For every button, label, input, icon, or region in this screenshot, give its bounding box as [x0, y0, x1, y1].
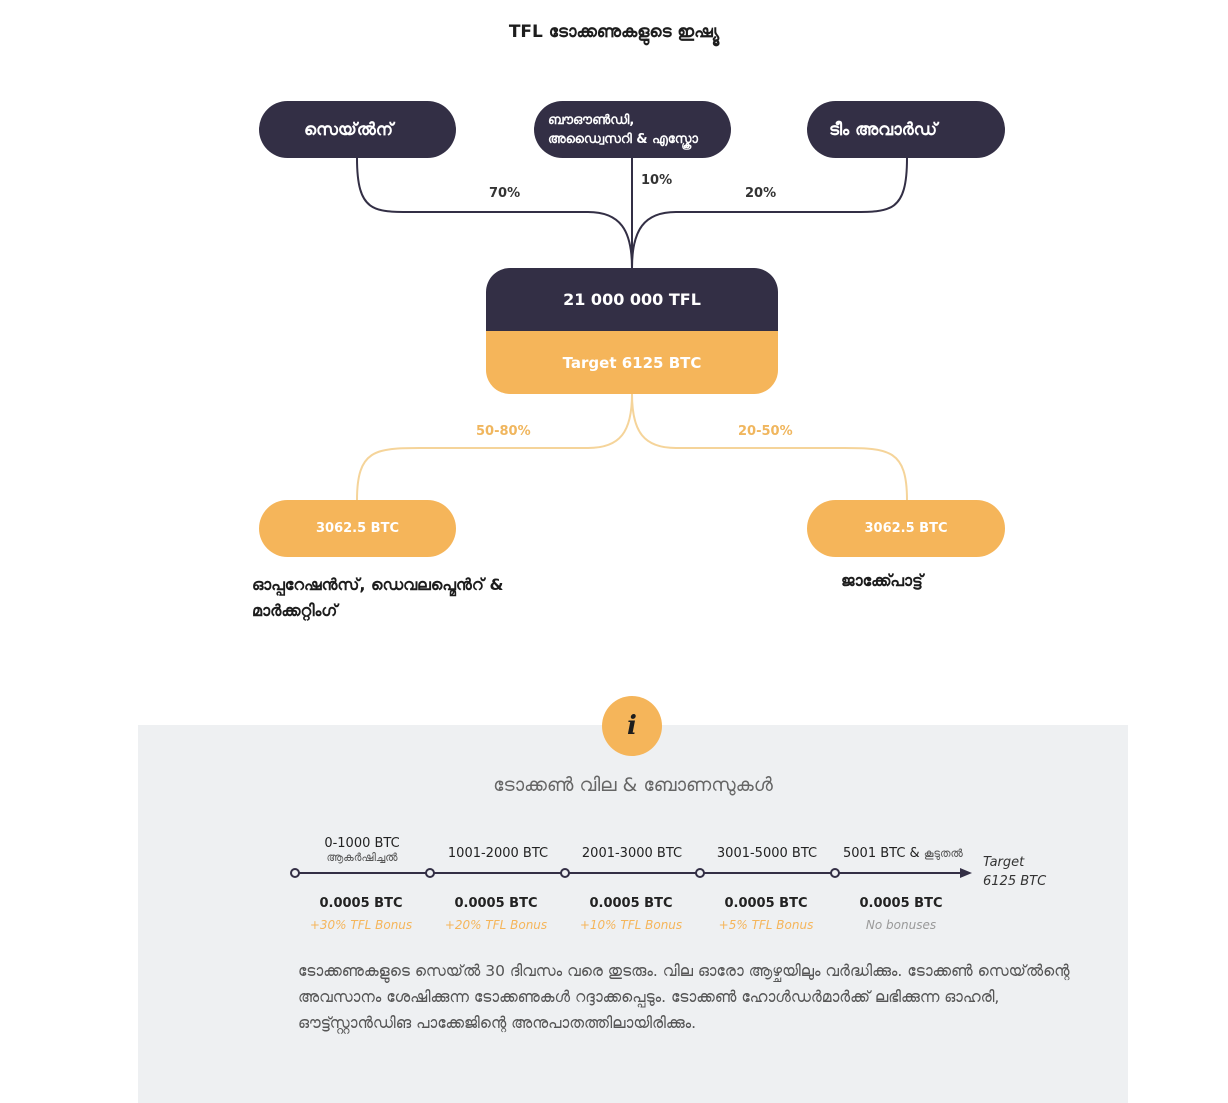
target-line: 6125 BTC [983, 874, 1047, 889]
caption-operations: ഓപ്പറേഷൻസ്, ഡെവലപ്മെൻറ് & മാർക്കറ്റിംഗ് [252, 575, 504, 620]
target-line: Target [983, 855, 1025, 870]
tier-bonus-3: +10% TFL Bonus [579, 918, 683, 932]
source-label: സെയ്ൽന് [304, 119, 394, 140]
tier-bonus-1: +30% TFL Bonus [309, 918, 413, 932]
tier-range-5: 5001 BTC & കൂടുതൽ [843, 846, 993, 861]
connector-jackpot [631, 393, 908, 501]
source-label: ടീം അവാർഡ് [829, 119, 938, 140]
source-sale-pill: സെയ്ൽന് [259, 101, 456, 158]
flow-connectors [356, 157, 908, 501]
connector-sale [356, 157, 633, 269]
timeline-node [425, 868, 435, 878]
percent-team: 20% [745, 186, 777, 201]
source-team-pill: ടീം അവാർഡ് [807, 101, 1005, 158]
tier-range-2: 1001-2000 BTC [447, 846, 549, 861]
tier-range-4: 3001-5000 BTC [716, 846, 818, 861]
tier-range-3: 2001-3000 BTC [581, 846, 683, 861]
tier-bonus-4: +5% TFL Bonus [718, 918, 814, 932]
tier-price-1: 0.0005 BTC [319, 896, 403, 911]
timeline-node [695, 868, 705, 878]
info-title: ടോക്കൺ വില & ബോണസുകൾ [493, 774, 773, 796]
tier-bonus-2: +20% TFL Bonus [444, 918, 548, 932]
tier-price-3: 0.0005 BTC [589, 896, 673, 911]
info-paragraph: ടോക്കണുകളുടെ സെയ്ൽ 30 ദിവസം വരെ തുടരും. … [298, 962, 1070, 1032]
price-timeline [290, 868, 972, 878]
hub-target: Target 6125 BTC [486, 331, 778, 394]
tier-price-4: 0.0005 BTC [724, 896, 808, 911]
percent-bounty: 10% [641, 173, 673, 188]
token-hub: 21 000 000 TFL Target 6125 BTC [486, 268, 778, 394]
tier-range-sub: ആകർഷിച്ചൽ [326, 851, 398, 864]
percent-jackpot: 20-50% [738, 424, 793, 439]
source-label: ബൗഔൺഡി, അഡ്വൈസറി & എസ്ക്രോ [548, 112, 698, 147]
caption-jackpot: ജാക്ക്പോട്ട് [841, 571, 923, 590]
tier-price-2: 0.0005 BTC [454, 896, 538, 911]
connector-team [631, 157, 908, 269]
info-icon: i [602, 696, 662, 756]
hub-total: 21 000 000 TFL [486, 268, 778, 331]
info-panel [138, 725, 1128, 1103]
connector-operations [356, 393, 633, 501]
percent-sale: 70% [489, 186, 521, 201]
timeline-node [560, 868, 570, 878]
output-amount: 3062.5 BTC [315, 521, 399, 536]
timeline-node [290, 868, 300, 878]
timeline-target: Target 6125 BTC [983, 853, 1063, 891]
percent-operations: 50-80% [476, 424, 531, 439]
tier-range-sub: കൂടുതൽ [923, 847, 963, 860]
output-amount: 3062.5 BTC [864, 521, 948, 536]
output-operations-pill: 3062.5 BTC [259, 500, 456, 557]
timeline-node [830, 868, 840, 878]
page-title: TFL ടോക്കണുകളുടെ ഇഷ്യൂ [508, 22, 720, 42]
output-jackpot-pill: 3062.5 BTC [807, 500, 1005, 557]
tier-bonus-5: No bonuses [865, 918, 937, 932]
tier-range-1: 0-1000 BTC ആകർഷിച്ചൽ [292, 836, 432, 865]
tier-range-text: 0-1000 BTC [324, 836, 400, 851]
tier-price-5: 0.0005 BTC [859, 896, 943, 911]
source-bounty-pill: ബൗഔൺഡി, അഡ്വൈസറി & എസ്ക്രോ [534, 101, 731, 158]
tier-range-text: 5001 BTC & [843, 846, 920, 861]
